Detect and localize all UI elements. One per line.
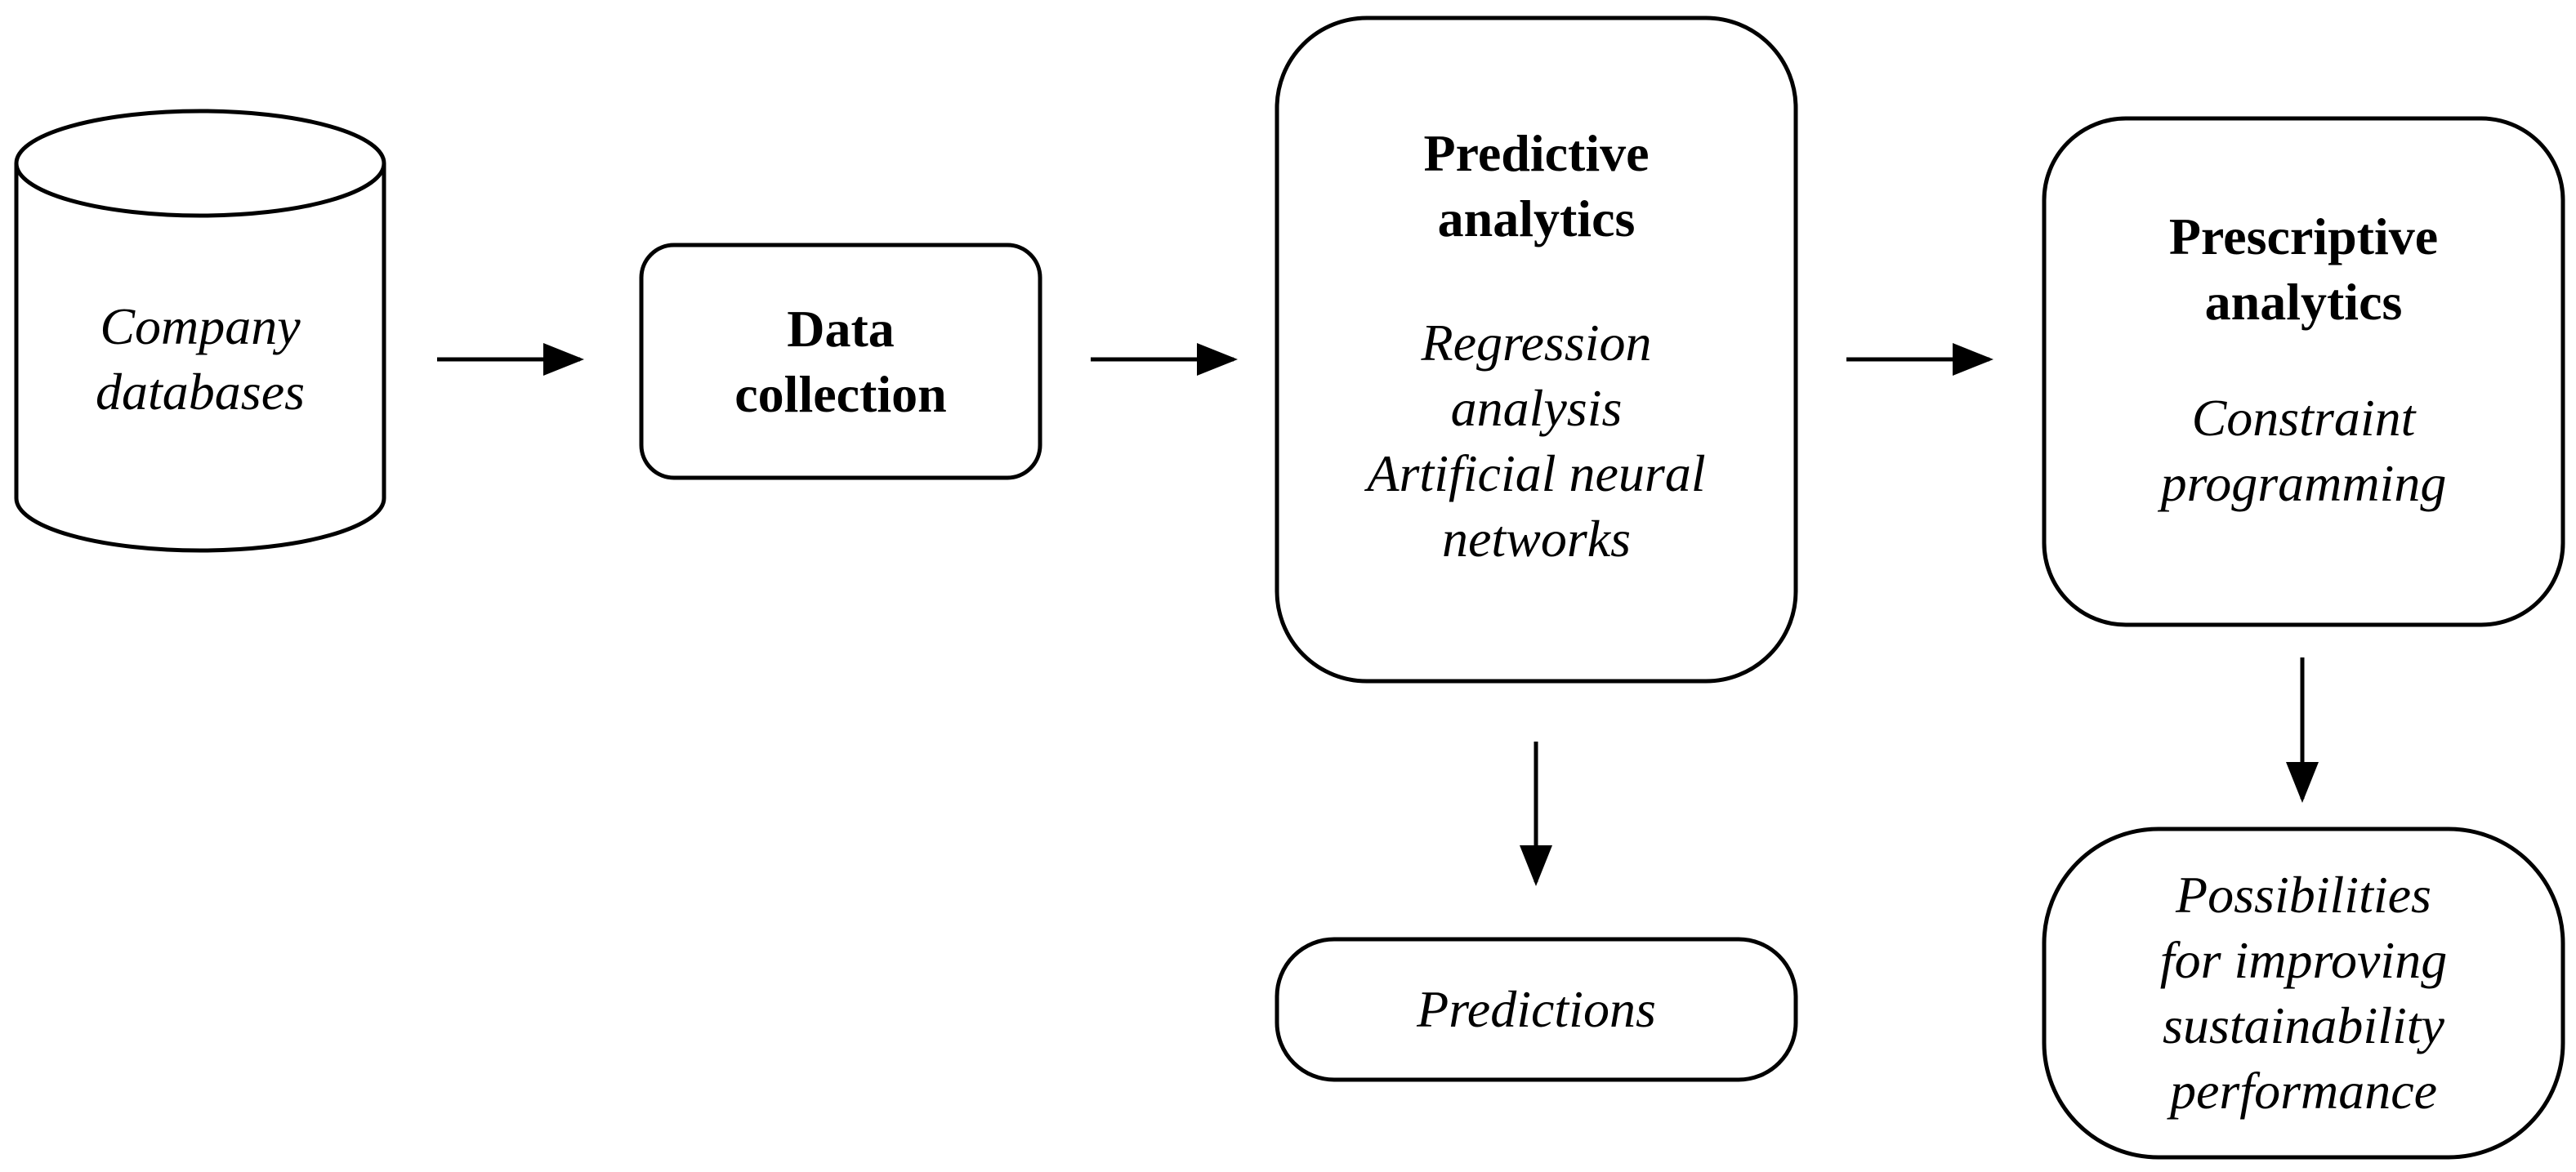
prescriptive-title-line2: analytics [2204, 273, 2403, 331]
predictive-title-line1: Predictive [1423, 124, 1650, 182]
predictive-method-line1: Regression [1421, 314, 1652, 372]
predictive-analytics-label: Predictive analytics Regression analysis… [1277, 121, 1796, 652]
data-collection-title-line2: collection [734, 364, 947, 423]
predictions-label: Predictions [1277, 939, 1796, 1080]
possibilities-line1: Possibilities [2176, 866, 2431, 924]
data-collection-title-line1: Data [787, 299, 895, 358]
possibilities-line3: sustainability [2163, 996, 2444, 1054]
database-cylinder-shape [14, 109, 386, 553]
predictive-title-line2: analytics [1437, 189, 1636, 247]
database-cylinder-top [14, 109, 386, 218]
database-label: Company databases [16, 245, 384, 474]
database-label-line1: Company [100, 297, 301, 355]
prescriptive-analytics-label: Prescriptive analytics Constraint progra… [2044, 204, 2563, 596]
possibilities-label: Possibilities for improving sustainabili… [2044, 829, 2563, 1157]
prescriptive-method-line1: Constraint [2191, 389, 2416, 447]
predictions-text: Predictions [1417, 980, 1656, 1038]
possibilities-line4: performance [2169, 1062, 2438, 1120]
database-cylinder-body [14, 163, 386, 553]
prescriptive-analytics-box [2042, 116, 2565, 627]
predictive-method-line2: analysis [1450, 379, 1623, 437]
possibilities-line2: for improving [2159, 931, 2448, 989]
possibilities-box [2042, 827, 2565, 1160]
prescriptive-method-line2: programming [2160, 454, 2447, 512]
predictive-method-line3: Artificial neural [1367, 444, 1706, 502]
predictive-analytics-box [1275, 16, 1798, 684]
database-label-line2: databases [96, 363, 305, 421]
predictive-method-line4: networks [1441, 510, 1632, 568]
data-collection-box [639, 243, 1042, 480]
data-collection-label: Data collection [641, 245, 1040, 478]
prescriptive-title-line1: Prescriptive [2168, 207, 2439, 265]
predictions-box [1275, 937, 1798, 1082]
